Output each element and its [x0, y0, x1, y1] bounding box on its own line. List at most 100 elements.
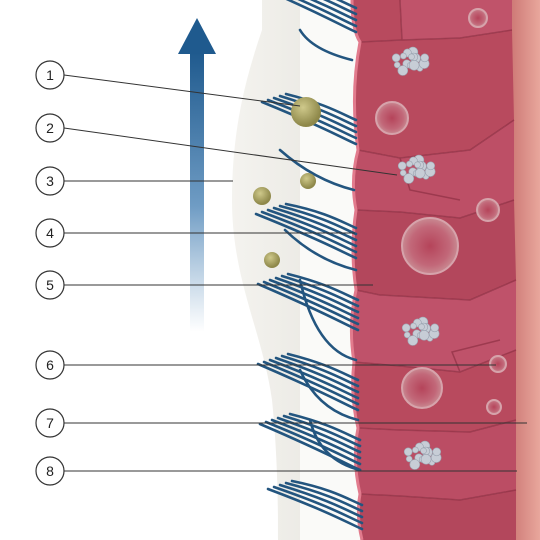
callout-label: 1: [46, 67, 54, 83]
callout-4: 4: [35, 218, 65, 248]
leader-lines: [63, 74, 527, 472]
cilium: [274, 356, 360, 394]
cilium: [288, 412, 362, 442]
secretory-granule: [403, 173, 415, 184]
callout-6: 6: [35, 350, 65, 380]
cilium: [290, 479, 364, 507]
cilium: [298, 28, 354, 62]
secretory-granule: [408, 60, 420, 71]
cilium: [268, 358, 360, 400]
cilium: [280, 354, 360, 388]
cilium: [272, 206, 358, 242]
secretory-granule: [401, 323, 411, 333]
secretory-granule: [426, 161, 436, 171]
callout-5: 5: [35, 270, 65, 300]
cell-contents: [375, 8, 507, 470]
nucleus: [486, 399, 502, 415]
cilium: [280, 274, 360, 308]
callouts: 1 2 3 4 5 6 7 8: [35, 60, 65, 486]
secretory-granule: [420, 53, 430, 63]
nucleus: [468, 8, 488, 28]
cilium: [298, 368, 360, 422]
nucleus: [476, 198, 500, 222]
callout-label: 7: [46, 415, 54, 431]
cilium: [256, 362, 360, 412]
cilium: [262, 360, 360, 406]
cilium: [270, 418, 362, 460]
cilium: [309, 0, 358, 22]
cilium: [297, 0, 358, 28]
cilium: [322, 0, 358, 16]
callout-8: 8: [35, 456, 65, 486]
cilium: [285, 0, 358, 34]
callout-7: 7: [35, 408, 65, 438]
nucleus: [401, 217, 459, 275]
callout-label: 2: [46, 120, 54, 136]
secretory-granule: [418, 329, 430, 341]
secretory-granule: [405, 455, 413, 463]
secretory-granule: [397, 161, 407, 171]
epithelial-cell: [352, 0, 402, 42]
particle: [253, 187, 271, 205]
clearance-arrow: [178, 18, 216, 332]
cilium: [260, 100, 358, 146]
secretory-granule: [420, 453, 432, 465]
cilium: [256, 282, 360, 332]
secretory-granule: [414, 168, 426, 179]
cilium: [272, 96, 358, 134]
callout-label: 6: [46, 357, 54, 373]
secretory-granule: [397, 65, 409, 76]
cilium: [268, 278, 360, 320]
secretory-granule: [403, 331, 411, 339]
callout-1: 1: [35, 60, 65, 90]
secretory-granule: [420, 447, 427, 455]
cilium: [278, 94, 358, 128]
cilium: [278, 204, 358, 236]
cilium: [286, 352, 360, 382]
cilium: [298, 278, 358, 362]
nucleus: [489, 355, 507, 373]
cilium: [335, 0, 358, 10]
particles: [253, 97, 321, 268]
cilium: [283, 228, 358, 272]
cilium: [284, 202, 358, 230]
secretory-granule: [410, 322, 417, 330]
cilium: [278, 148, 356, 192]
cilium: [264, 420, 362, 466]
cilium: [266, 98, 358, 140]
cilium: [262, 280, 360, 326]
secretory-granule: [391, 53, 401, 63]
cilium: [278, 483, 364, 519]
secretory-granule: [432, 447, 442, 457]
secretory-granule: [414, 161, 421, 169]
secretory-granule: [407, 335, 419, 346]
secretory-granule: [400, 52, 407, 60]
cilium: [284, 92, 358, 122]
cilium: [272, 485, 364, 525]
secretory-granule: [403, 447, 413, 457]
particle: [300, 173, 316, 189]
cilium: [254, 212, 358, 260]
cilium: [282, 414, 362, 448]
cilium: [284, 481, 364, 513]
cilium: [308, 418, 362, 472]
nucleus: [375, 101, 409, 135]
callout-label: 4: [46, 225, 54, 241]
secretory-granule: [399, 169, 407, 177]
particle: [264, 252, 280, 268]
secretory-granule: [393, 61, 401, 69]
cilium: [274, 276, 360, 314]
secretory-granule: [409, 459, 421, 470]
cilium: [286, 272, 360, 302]
cilium: [260, 210, 358, 254]
secretory-granule: [408, 53, 415, 61]
cilium: [266, 487, 364, 531]
secretory-granule: [418, 323, 425, 331]
callout-3: 3: [35, 166, 65, 196]
callout-label: 5: [46, 277, 54, 293]
epithelial-cell: [358, 490, 516, 540]
callout-label: 3: [46, 173, 54, 189]
callout-2: 2: [35, 113, 65, 143]
callout-label: 8: [46, 463, 54, 479]
